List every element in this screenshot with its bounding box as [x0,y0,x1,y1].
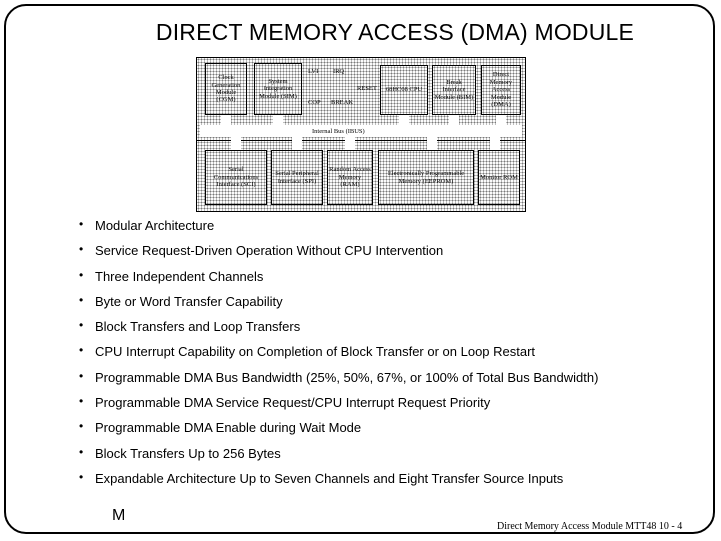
label-cop: COP [308,99,321,106]
page-title: DIRECT MEMORY ACCESS (DMA) MODULE [155,19,635,45]
block-spi: Serial Peripheral Interface (SPI) [271,150,323,205]
label-break: BREAK [331,99,354,106]
block-ram: Random Access Memory (RAM) [327,150,373,205]
slide-frame [4,4,715,534]
logo: M [112,507,126,524]
bus-connector [273,115,283,127]
list-item-text: Three Independent Channels [95,268,264,284]
label-irq: IRQ [333,68,345,75]
block-sim: System Integration Module (SIM) [254,63,302,115]
block-rom: Monitor ROM [478,150,520,205]
bus-connector [231,137,241,151]
bus-connector [345,137,355,151]
list-item-text: Programmable DMA Enable during Wait Mode [95,420,362,436]
block-cgm: Clock Generation Module (CGM) [205,63,247,115]
list-item-text: Programmable DMA Bus Bandwidth (25%, 50%… [95,369,599,385]
bus-connector [449,115,459,127]
list-item-text: Block Transfers and Loop Transfers [95,319,301,335]
list-item-text: Service Request-Driven Operation Without… [95,243,444,259]
bus-connector [221,115,231,127]
block-bim: Break Interface Module (BIM) [432,65,476,115]
block-eeprom: Electronically Programmable Memory (EEPR… [378,150,474,205]
label-reset: RESET [357,85,377,92]
footer-text: Direct Memory Access Module MTT48 10 - 4 [497,521,683,532]
block-dma: Direct Memory Access Module (DMA) [481,65,521,115]
bus-label: Internal Bus (IBUS) [312,128,365,135]
bus-connector [490,137,500,151]
internal-bus [200,125,522,137]
list-item-text: CPU Interrupt Capability on Completion o… [95,344,536,360]
bus-connector [399,115,409,127]
list-item-text: Modular Architecture [95,218,215,233]
list-item-text: Programmable DMA Service Request/CPU Int… [95,395,491,411]
block-cpu: 68HC08 CPU [380,65,428,115]
list-item-text: Block Transfers Up to 256 Bytes [95,445,281,461]
list-item-text: Expandable Architecture Up to Seven Chan… [95,470,564,486]
bus-connector [292,137,302,151]
block-sci: Serial Communications Interface (SCI) [205,150,267,205]
bus-connector [496,115,506,127]
list-item-text: Byte or Word Transfer Capability [95,293,283,309]
bus-connector [427,137,437,151]
label-lvi: LVI [308,68,319,75]
